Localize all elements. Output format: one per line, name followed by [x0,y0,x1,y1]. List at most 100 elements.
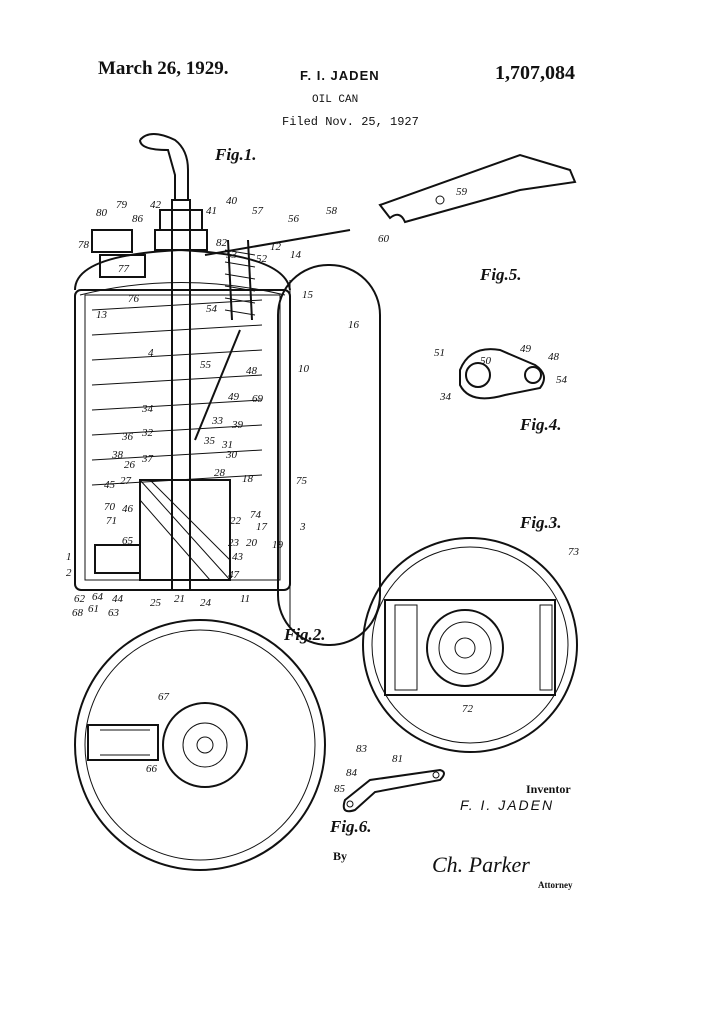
ref-numeral: 71 [106,515,117,527]
ref-numeral: 42 [150,199,162,211]
ref-numeral: 73 [568,546,580,558]
ref-numeral: 35 [203,435,216,447]
ref-numeral: 67 [158,691,170,703]
ref-numeral: 33 [211,415,224,427]
ref-numeral: 62 [74,593,86,605]
pump-tube [171,199,191,591]
ref-numeral: 79 [116,199,128,211]
figure-2-bottom-view [74,619,326,871]
ref-numeral: 75 [296,475,308,487]
fig3-label: Fig.3. [519,513,562,532]
spout [139,133,189,200]
ref-numeral: 25 [150,597,162,609]
ref-numeral: 65 [122,535,134,547]
ref-numeral: 66 [146,763,158,775]
ref-numeral: 51 [434,347,445,359]
ref-numeral: 39 [231,419,244,431]
figure-4-detail [459,348,545,400]
valve-housing [87,724,159,761]
ref-numeral: 15 [302,289,314,301]
fig5-label: Fig.5. [479,265,522,284]
patent-date: March 26, 1929. [98,58,229,79]
patent-number: 1,707,084 [495,62,575,84]
ref-numeral: 86 [132,213,144,225]
ref-numeral: 31 [221,439,233,451]
ref-numeral: 52 [256,253,268,265]
by-label: By [333,849,347,863]
valve [94,544,141,574]
ref-numeral: 12 [270,241,282,253]
ref-numeral: 47 [228,569,240,581]
attorney-label: Attorney [538,880,573,890]
pump-housing [139,479,231,581]
ref-numeral: 85 [334,783,346,795]
ref-numeral: 1 [66,551,72,563]
ref-numeral: 68 [72,607,84,619]
ref-numeral: 14 [290,249,302,261]
ref-numeral: 58 [326,205,338,217]
ref-numeral: 50 [480,355,492,367]
spring [227,239,253,321]
invention-title: OIL CAN [312,94,359,106]
ref-numeral: 46 [122,503,134,515]
ref-numeral: 44 [112,593,124,605]
ref-numeral: 72 [462,703,474,715]
ref-numeral: 54 [556,374,568,386]
fig2-label: Fig.2. [283,625,326,644]
ref-numeral: 74 [250,509,262,521]
ref-numeral: 82 [216,237,228,249]
ref-numeral: 59 [456,186,468,198]
ref-numeral: 24 [200,597,212,609]
ref-numeral: 70 [104,501,116,513]
ref-numeral: 20 [246,537,258,549]
inventor-label: Inventor [526,782,571,796]
ref-numeral: 4 [148,347,154,359]
reference-numerals: 42 40 41 57 56 58 80 79 86 78 77 82 53 5… [66,186,580,795]
ref-numeral: 22 [230,515,242,527]
ref-numeral: 23 [228,537,240,549]
ref-numeral: 10 [298,363,310,375]
filing-date: Filed Nov. 25, 1927 [282,115,419,129]
ref-numeral: 17 [256,521,268,533]
attorney-signature: Ch. Parker [432,852,530,877]
ref-numeral: 38 [111,449,124,461]
ref-numeral: 41 [206,205,217,217]
ref-numeral: 13 [96,309,108,321]
fig1-label: Fig.1. [214,145,257,164]
ref-numeral: 77 [118,263,130,275]
ref-numeral: 43 [232,551,244,563]
ref-numeral: 3 [299,521,306,533]
ref-numeral: 27 [120,475,132,487]
ref-numeral: 32 [141,427,154,439]
ref-numeral: 55 [200,359,212,371]
ref-numeral: 19 [272,539,284,551]
ref-numeral: 26 [124,459,136,471]
ref-numeral: 11 [240,593,250,605]
ref-numeral: 34 [141,403,154,415]
figure-5-plate [378,153,577,224]
ref-numeral: 16 [348,319,360,331]
figure-6-lever [342,768,445,813]
fig4-label: Fig.4. [519,415,562,434]
ref-numeral: 34 [439,391,452,403]
ref-numeral: 81 [392,753,403,765]
ref-numeral: 48 [548,351,560,363]
ref-numeral: 80 [96,207,108,219]
inventor-name: F. I. JADEN [460,797,554,813]
ref-numeral: 78 [78,239,90,251]
ref-numeral: 36 [121,431,134,443]
trigger-lever [204,229,351,256]
ref-numeral: 83 [356,743,368,755]
handle-loop [277,264,381,646]
can-top [74,248,291,291]
ref-numeral: 54 [206,303,218,315]
ref-numeral: 48 [246,365,258,377]
ref-numeral: 2 [66,567,72,579]
ref-numeral: 69 [252,393,264,405]
ref-numeral: 57 [252,205,264,217]
ref-numeral: 28 [214,467,226,479]
ref-numeral: 49 [520,343,532,355]
ref-numeral: 21 [174,593,185,605]
cap [91,229,133,253]
